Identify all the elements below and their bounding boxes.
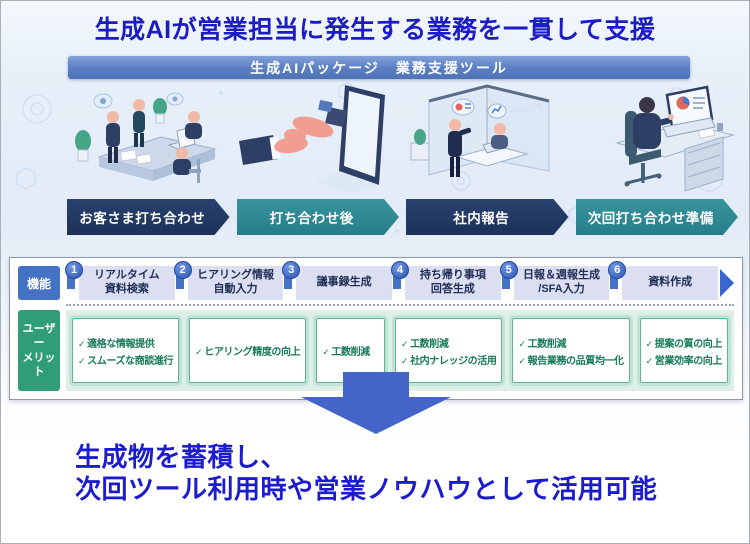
monitor — [662, 85, 716, 138]
conclusion-line-2: 次回ツール利用時や営業ノウハウとして活用可能 — [75, 473, 658, 504]
person-back-view — [633, 97, 674, 149]
desk-work-illustration — [615, 85, 735, 192]
check-icon: ✓ — [645, 338, 654, 349]
phase-arrow-next-meeting-prep: 次回打ち合わせ準備 — [576, 199, 739, 235]
merit-item: ✓ 提案の質の向上 — [645, 335, 723, 350]
people — [448, 119, 508, 177]
badge-ribbon — [284, 276, 293, 289]
plants — [75, 98, 167, 162]
merit-item: ✓ スムーズな商談進行 — [78, 352, 173, 367]
badge-ribbon — [175, 276, 184, 289]
phase-label: お客さま打ち合わせ — [79, 211, 206, 226]
check-icon: ✓ — [518, 338, 526, 349]
cabinet-plant — [410, 129, 430, 161]
merit-item: ✓ 営業効率の向上 — [645, 352, 723, 367]
merit-item: ✓ 適格な情報提供 — [78, 335, 173, 350]
check-icon: ✓ — [645, 355, 654, 366]
check-icon: ✓ — [78, 355, 86, 366]
merit-item: ✓ 工数削減 — [518, 335, 623, 350]
phase-label: 社内報告 — [453, 211, 510, 226]
function-columns: 1 リアルタイム 資料検索 2 ヒアリング情報 自動入力 3 議事録生成 4 持… — [65, 261, 735, 300]
merit-item: ✓ 報告業務の品質均一化 — [518, 352, 624, 367]
check-icon: ✓ — [400, 355, 409, 366]
merit-text: 営業効率の向上 — [654, 355, 723, 367]
handshake-screen-illustration — [239, 85, 385, 195]
merit-item: ✓ ヒアリング精度の向上 — [195, 343, 301, 359]
merit-text: 工数削減 — [410, 338, 449, 350]
check-icon: ✓ — [78, 338, 86, 349]
merit-text: 工数削減 — [331, 347, 370, 359]
function-label: 持ち帰り事項 回答生成 — [405, 266, 501, 300]
function-col-4: 4 持ち帰り事項 回答生成 — [391, 261, 501, 300]
merit-row-header: ユーザー メリット — [18, 310, 60, 392]
phase-label: 次回打ち合わせ準備 — [587, 211, 714, 226]
function-label: リアルタイム 資料検索 — [79, 266, 175, 300]
step-number-badge: 6 — [608, 261, 627, 279]
function-col-3: 3 議事録生成 — [282, 261, 393, 300]
check-icon: ✓ — [195, 347, 203, 358]
speech-bubbles — [93, 92, 184, 109]
function-label: ヒアリング情報 自動入力 — [187, 266, 284, 300]
badge-ribbon — [610, 276, 619, 289]
function-label: 議事録生成 — [296, 266, 393, 300]
internal-report-illustration — [410, 84, 550, 177]
step-number-badge: 2 — [173, 261, 192, 279]
merit-box-5: ✓ 工数削減 ✓ 報告業務の品質均一化 — [512, 318, 630, 384]
step-number-badge: 3 — [282, 261, 301, 279]
merit-text: 工数削減 — [527, 338, 567, 350]
function-row: 機能 1 リアルタイム 資料検索 2 ヒアリング情報 自動入力 3 議事録生成 — [18, 261, 735, 300]
check-icon: ✓ — [322, 347, 330, 358]
step-number-badge: 4 — [391, 261, 410, 279]
merit-text: スムーズな商談進行 — [87, 355, 174, 367]
merit-box-4: ✓ 工数削減 ✓ 社内ナレッジの活用 — [394, 318, 503, 384]
people — [106, 99, 202, 183]
illustration-band — [9, 81, 743, 241]
screen — [315, 85, 385, 195]
customer-meeting-illustration — [75, 92, 217, 183]
check-icon: ✓ — [400, 338, 409, 349]
function-col-5: 5 日報＆週報生成 /SFA入力 — [499, 261, 610, 300]
merit-box-2: ✓ ヒアリング精度の向上 — [189, 318, 307, 384]
merit-text: 報告業務の品質均一化 — [527, 355, 624, 367]
dashed-divider — [66, 304, 734, 306]
merit-text: 適格な情報提供 — [87, 338, 155, 350]
merit-item: ✓ 工数削減 — [401, 335, 497, 350]
function-col-6: 6 資料作成 — [608, 261, 719, 300]
check-icon: ✓ — [518, 355, 526, 366]
package-banner-label: 生成AIパッケージ 業務支援ツール — [250, 59, 508, 76]
conclusion-text: 生成物を蓄積し、 次回ツール利用時や営業ノウハウとして活用可能 — [75, 442, 657, 505]
step-number-badge: 5 — [499, 261, 518, 279]
page-title: 生成AIが営業担当に発生する業務を一貫して支援 — [94, 16, 656, 44]
function-col-2: 2 ヒアリング情報 自動入力 — [173, 261, 284, 300]
merit-item: ✓ 工数削減 — [322, 343, 379, 358]
merit-text: ヒアリング精度の向上 — [204, 347, 301, 359]
function-col-1: 1 リアルタイム 資料検索 — [65, 261, 175, 300]
merit-box-6: ✓ 提案の質の向上 ✓ 営業効率の向上 — [639, 318, 728, 384]
phase-arrow-after-meeting: 打ち合わせ後 — [237, 199, 400, 235]
badge-ribbon — [501, 276, 510, 289]
function-label: 日報＆週報生成 /SFA入力 — [513, 266, 610, 300]
merit-item: ✓ 社内ナレッジの活用 — [401, 352, 497, 367]
function-row-header: 機能 — [18, 266, 60, 300]
phase-arrow-customer-meeting: お客さま打ち合わせ — [67, 199, 230, 235]
badge-ribbon — [393, 276, 402, 289]
conclusion-line-1: 生成物を蓄積し、 — [75, 442, 288, 472]
big-down-arrow-icon — [301, 372, 451, 434]
phase-arrow-internal-report: 社内報告 — [406, 199, 569, 235]
hands-shaking — [239, 100, 347, 165]
speech-bubbles — [451, 98, 507, 119]
flow-right-arrow-icon — [720, 269, 735, 297]
badge-ribbon — [67, 276, 75, 289]
package-banner: 生成AIパッケージ 業務支援ツール — [68, 56, 690, 79]
phase-arrow-row: お客さま打ち合わせ 打ち合わせ後 社内報告 次回打ち合わせ準備 — [67, 199, 738, 235]
merit-text: 提案の質の向上 — [654, 338, 723, 350]
merit-box-1: ✓ 適格な情報提供 ✓ スムーズな商談進行 — [72, 318, 180, 384]
merit-text: 社内ナレッジの活用 — [410, 355, 497, 367]
function-label: 資料作成 — [622, 266, 719, 300]
phase-label: 打ち合わせ後 — [269, 211, 354, 226]
step-number-badge: 1 — [65, 261, 83, 279]
